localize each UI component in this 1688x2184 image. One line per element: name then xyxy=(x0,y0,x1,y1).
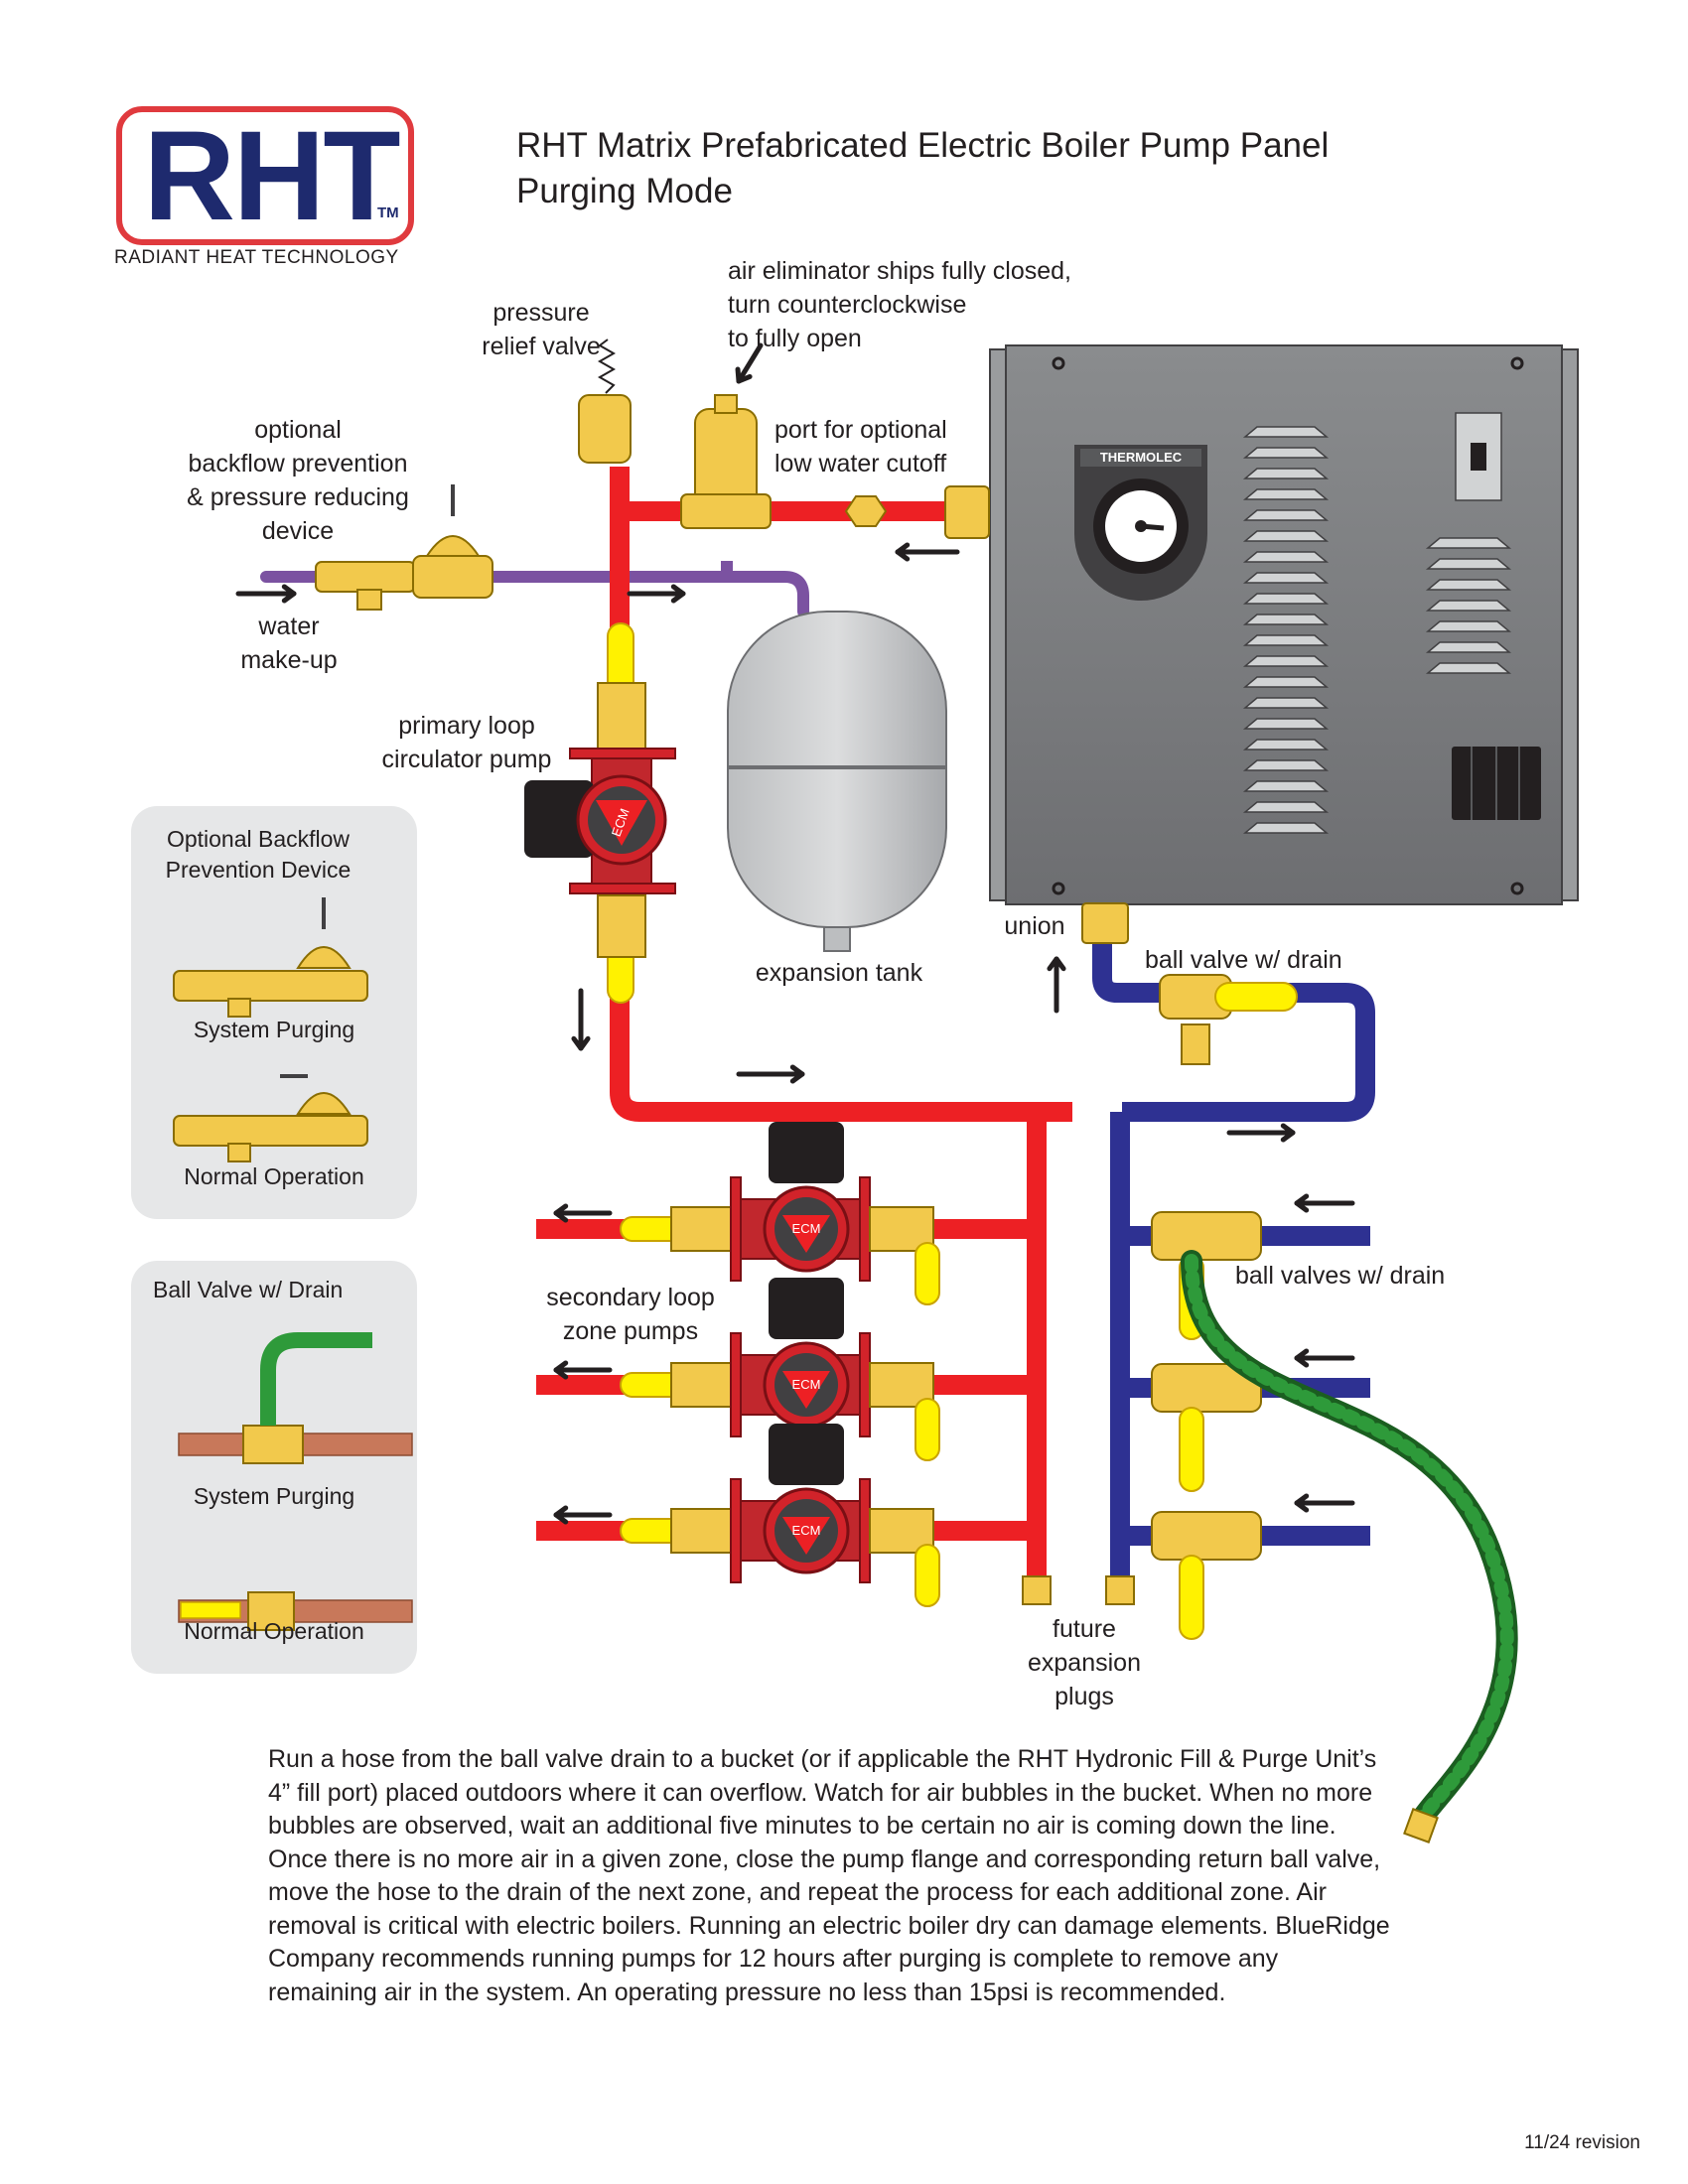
louver-vent xyxy=(1242,593,1330,605)
zone-pumps: ECM ECM ECM xyxy=(620,1122,940,1607)
louver-vent xyxy=(1425,600,1512,612)
louver-vent xyxy=(1242,634,1330,646)
boiler-ball-valve-drain xyxy=(1159,974,1298,1065)
ecm-label: ECM xyxy=(792,1377,821,1392)
louver-vent xyxy=(1242,426,1330,438)
inset-ballvalve-purging: System Purging xyxy=(193,1483,355,1509)
louver-vent xyxy=(1425,579,1512,591)
title-line-2: Purging Mode xyxy=(516,172,733,210)
air-eliminator xyxy=(680,394,772,529)
pressure-relief-label: pressure relief valve xyxy=(482,299,601,360)
hose-fitting xyxy=(1403,1808,1439,1843)
louver-vent xyxy=(1242,572,1330,584)
thermolec-label: THERMOLEC xyxy=(1100,450,1183,465)
zone-pump: ECM xyxy=(620,1424,940,1607)
louver-vent xyxy=(1242,801,1330,813)
primary-pump-label: primary loop circulator pump xyxy=(381,712,552,773)
flow-arrow xyxy=(627,584,686,604)
low-water-cutoff-label: port for optional low water cutoff xyxy=(774,416,947,478)
louver-vent xyxy=(1242,551,1330,563)
future-plugs-label: future expansion plugs xyxy=(1028,1615,1141,1710)
inset-backflow-title: Optional Backflow Prevention Device xyxy=(165,826,352,883)
water-makeup-label: water make-up xyxy=(240,613,338,674)
flow-arrow xyxy=(1294,1493,1355,1513)
louver-vent xyxy=(1242,759,1330,771)
flow-arrow xyxy=(895,542,960,562)
logo-subtitle: RADIANT HEAT TECHNOLOGY xyxy=(114,247,399,268)
louver-vent xyxy=(1425,558,1512,570)
page-title: RHT Matrix Prefabricated Electric Boiler… xyxy=(516,123,1329,214)
inset-backflow-normal: Normal Operation xyxy=(184,1163,364,1189)
louver-vent xyxy=(1242,739,1330,751)
zone-pumps-label: secondary loop zone pumps xyxy=(546,1284,715,1345)
ball-valves-drain-label: ball valves w/ drain xyxy=(1235,1262,1446,1290)
louver-vent xyxy=(1242,447,1330,459)
expansion-tank xyxy=(727,611,947,952)
flow-arrow xyxy=(1294,1348,1355,1368)
flow-arrow xyxy=(735,342,764,384)
louver-vent xyxy=(1242,718,1330,730)
flow-arrow xyxy=(553,1505,613,1525)
future-expansion-plugs xyxy=(1022,1575,1135,1605)
electric-boiler: THERMOLEC xyxy=(989,344,1579,905)
louver-vent xyxy=(1242,655,1330,667)
louver-vent xyxy=(1242,822,1330,834)
louver-vent xyxy=(1242,780,1330,792)
louver-vent xyxy=(1425,620,1512,632)
louver-vent xyxy=(1242,468,1330,479)
flow-arrow xyxy=(1226,1123,1296,1143)
low-water-cutoff-port xyxy=(844,485,990,539)
louver-vent xyxy=(1425,662,1512,674)
air-eliminator-label: air eliminator ships fully closed, turn … xyxy=(728,257,1071,352)
purging-instructions: Run a hose from the ball valve drain to … xyxy=(268,1745,1390,2006)
louver-vent xyxy=(1242,614,1330,625)
zone-pump: ECM xyxy=(620,1122,940,1305)
expansion-tank-label: expansion tank xyxy=(755,959,923,987)
inset-backflow-illustrations xyxy=(173,897,368,1162)
ecm-label: ECM xyxy=(792,1221,821,1236)
makeup-water-line xyxy=(260,561,809,617)
flow-arrow xyxy=(736,1064,805,1084)
inset-ballvalve-title: Ball Valve w/ Drain xyxy=(153,1277,344,1302)
union-fitting xyxy=(1081,902,1129,944)
flow-arrow xyxy=(1294,1193,1355,1213)
ecm-label: ECM xyxy=(792,1523,821,1538)
revision-note: 11/24 revision xyxy=(1524,2132,1640,2153)
logo-trademark: TM xyxy=(377,205,399,221)
flow-arrow xyxy=(235,584,297,604)
backflow-device xyxy=(315,484,493,611)
flow-arrow xyxy=(553,1360,613,1380)
louver-vent xyxy=(1242,530,1330,542)
flow-arrow xyxy=(1047,956,1066,1014)
logo: RHT xyxy=(143,105,400,247)
louver-vent xyxy=(1425,641,1512,653)
flow-arrow xyxy=(553,1203,613,1223)
louver-vent xyxy=(1242,488,1330,500)
title-line-1: RHT Matrix Prefabricated Electric Boiler… xyxy=(516,126,1330,165)
return-ball-valve xyxy=(1151,1511,1262,1640)
backflow-label: optional backflow prevention & pressure … xyxy=(187,416,409,545)
primary-loop-pump: ECM xyxy=(524,622,676,1004)
louver-vent xyxy=(1242,676,1330,688)
flow-arrows xyxy=(235,342,1355,1525)
louver-vent xyxy=(1242,697,1330,709)
return-ball-valve xyxy=(1151,1363,1262,1492)
inset-ballvalve-normal: Normal Operation xyxy=(184,1618,364,1644)
ball-valve-drain-label: ball valve w/ drain xyxy=(1145,946,1342,974)
union-label: union xyxy=(1004,912,1065,940)
flow-arrow xyxy=(571,988,591,1051)
louver-vent xyxy=(1242,509,1330,521)
return-ball-valves xyxy=(1151,1211,1262,1640)
zone-pump: ECM xyxy=(620,1278,940,1461)
logo-frame xyxy=(116,106,414,245)
louver-vent xyxy=(1425,537,1512,549)
inset-backflow-purging: System Purging xyxy=(193,1017,355,1042)
inset-ballvalve-illustrations xyxy=(178,1332,413,1631)
pressure-relief-valve xyxy=(578,339,632,464)
inset-backflow-box xyxy=(131,806,417,1219)
